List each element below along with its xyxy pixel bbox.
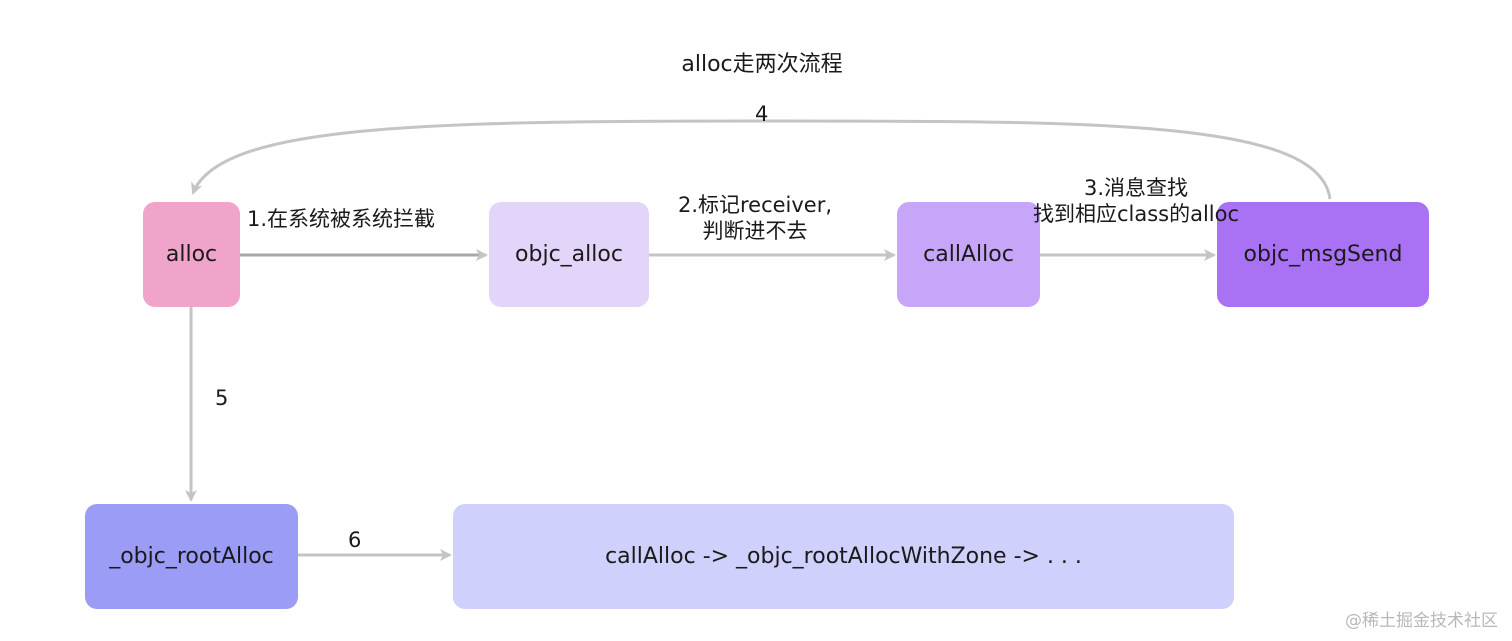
edge-4-label: 4: [755, 102, 769, 126]
node-objc-msgsend-label: objc_msgSend: [1243, 242, 1403, 267]
node-objc-msgsend: objc_msgSend: [1217, 202, 1429, 307]
edge-2-label: 2.标记receiver, 判断进不去: [650, 192, 860, 244]
node-call-chain-label: callAlloc -> _objc_rootAllocWithZone -> …: [605, 544, 1082, 569]
node-objc-alloc-label: objc_alloc: [515, 242, 623, 267]
edge-1-label: 1.在系统被系统拦截: [247, 207, 436, 231]
node-call-chain: callAlloc -> _objc_rootAllocWithZone -> …: [453, 504, 1234, 609]
edge-2-label-line2: 判断进不去: [702, 219, 808, 243]
node-objc-rootalloc-label: _objc_rootAlloc: [109, 544, 274, 569]
edge-3-label-line1: 3.消息查找: [1083, 176, 1189, 200]
node-callalloc: callAlloc: [897, 202, 1040, 307]
node-alloc-label: alloc: [165, 242, 218, 267]
edge-5-label: 5: [215, 386, 229, 410]
edge-6-label: 6: [348, 528, 362, 552]
node-objc-alloc: objc_alloc: [489, 202, 649, 307]
edge-4: [191, 119, 1332, 200]
node-callalloc-label: callAlloc: [923, 242, 1014, 267]
edge-3-label: 3.消息查找 找到相应class的alloc: [1000, 175, 1272, 227]
node-alloc: alloc: [143, 202, 240, 307]
node-objc-rootalloc: _objc_rootAlloc: [85, 504, 298, 609]
diagram-title: alloc走两次流程: [681, 52, 843, 77]
watermark: @稀土掘金技术社区: [1345, 611, 1498, 631]
edge-2-label-line1: 2.标记receiver,: [677, 193, 833, 217]
edge-3-label-line2: 找到相应class的alloc: [1032, 202, 1240, 226]
